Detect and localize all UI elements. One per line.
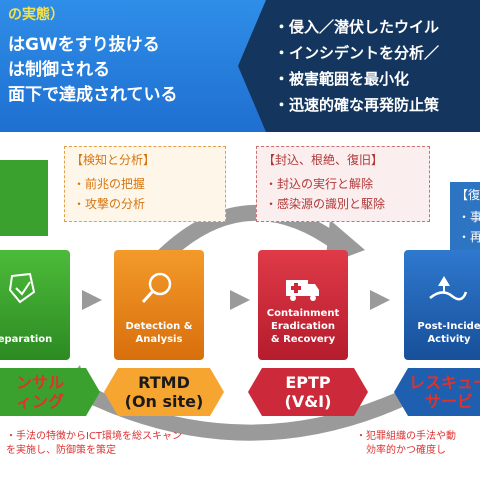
- callout-recover: 【復 ・事 ・再: [450, 182, 480, 252]
- note-left-1: ・手法の特徴からICT環境を総スキャン: [6, 431, 183, 442]
- callout-detect-title: 【検知と分析】: [71, 153, 156, 167]
- banner-title: の実態）: [8, 7, 64, 23]
- banner-line-3: 面下で達成されている: [8, 85, 178, 105]
- callout-recover-title: 【復: [456, 188, 480, 202]
- pill-eptp: EPTP(V&I): [248, 368, 368, 416]
- pill-consulting-text: ンサルィング: [15, 373, 64, 411]
- preparation-bar: [0, 160, 48, 236]
- note-right-1: ・犯罪組織の手法や動: [356, 431, 456, 442]
- pill-rtmd-text: RTMD(On site): [124, 373, 204, 411]
- pill-rescue: レスキューサービ: [394, 368, 480, 416]
- stage-preparation-label: eparation: [0, 334, 53, 345]
- callout-recover-line-2: ・再: [458, 230, 480, 244]
- callout-contain: 【封込、根絶、復旧】 ・封込の実行と解除 ・感染源の識別と駆除: [256, 146, 430, 222]
- pill-rtmd: RTMD(On site): [104, 368, 224, 416]
- banner-item-1: ・侵入／潜伏したウイル: [274, 18, 440, 36]
- callout-detect-line-1: ・前兆の把握: [73, 177, 146, 191]
- callout-contain-line-2: ・感染源の識別と駆除: [265, 197, 386, 211]
- magnifier-icon: [141, 272, 172, 304]
- callout-detect-line-2: ・攻撃の分析: [73, 197, 146, 211]
- callout-detect: 【検知と分析】 ・前兆の把握 ・攻撃の分析: [64, 146, 226, 222]
- callout-contain-line-1: ・封込の実行と解除: [265, 177, 374, 191]
- pill-consulting: ンサルィング: [0, 368, 100, 416]
- banner-line-1: はGWをすり抜ける: [8, 35, 160, 55]
- banner-item-4: ・迅速的確な再発防止策: [274, 96, 440, 114]
- pill-eptp-text: EPTP(V&I): [284, 373, 332, 411]
- shield-icon: [8, 272, 36, 304]
- landscape-icon: [429, 276, 468, 301]
- stage-detection-label: Detection &Analysis: [125, 321, 193, 345]
- note-right-2: 効率的かつ確度し: [366, 445, 446, 456]
- callout-contain-title: 【封込、根絶、復旧】: [263, 153, 384, 167]
- pill-rescue-text: レスキューサービ: [408, 373, 473, 411]
- note-left-2: を実施し、防御策を策定: [6, 445, 116, 456]
- banner-line-2: は制御される: [8, 60, 110, 80]
- callout-recover-line-1: ・事: [458, 210, 480, 224]
- banner-item-3: ・被害範囲を最小化: [274, 70, 410, 88]
- banner-item-2: ・インシデントを分析／: [274, 44, 440, 62]
- stage-preparation: eparation: [0, 250, 70, 360]
- stage-detection: Detection &Analysis: [114, 250, 204, 360]
- banner-right: ・侵入／潜伏したウイル ・インシデントを分析／ ・被害範囲を最小化 ・迅速的確な…: [238, 0, 480, 132]
- ambulance-icon: [286, 280, 319, 301]
